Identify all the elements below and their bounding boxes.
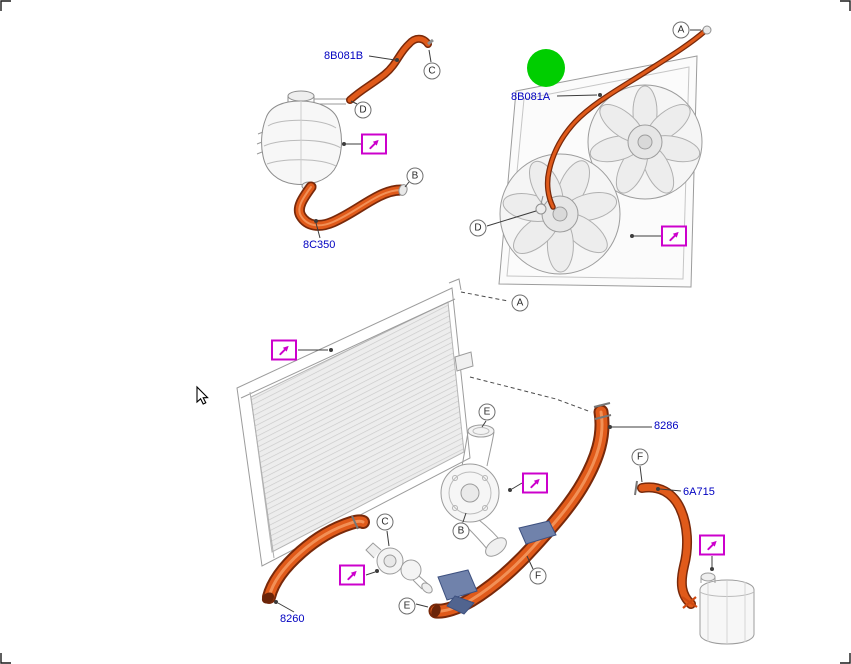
part-number-label-8260[interactable]: 8260 — [280, 613, 305, 625]
water-outlet-art — [440, 424, 507, 557]
part-number-label-8286[interactable]: 8286 — [654, 420, 679, 432]
assembly-dashed-lines — [460, 291, 592, 413]
link-arrow-icon — [368, 139, 379, 150]
hoses-art — [262, 28, 708, 619]
part-number-label-6A715[interactable]: 6A715 — [683, 486, 715, 498]
link-arrow-icon — [668, 231, 679, 242]
part-number-label-8B081A[interactable]: 8B081A — [511, 91, 551, 103]
cooling-fan-art — [498, 55, 703, 288]
part-link-button-thermostat-housing[interactable] — [339, 564, 365, 586]
radiator-art — [236, 278, 474, 567]
part-number-label-8B081B[interactable]: 8B081B — [324, 50, 364, 62]
part-link-button-expansion-tank[interactable] — [361, 133, 387, 155]
hose-ends-art — [261, 25, 712, 618]
link-arrow-icon — [346, 570, 357, 581]
link-arrow-icon — [706, 540, 717, 551]
part-link-button-cooling-fan[interactable] — [661, 225, 687, 247]
thermostat-housing-art — [365, 542, 433, 594]
part-link-button-degas-bottle[interactable] — [699, 534, 725, 556]
degas-bottle-art — [699, 572, 755, 645]
link-arrow-icon — [529, 478, 540, 489]
part-number-label-8C350[interactable]: 8C350 — [303, 239, 336, 251]
expansion-tank-art — [256, 90, 348, 191]
part-link-button-water-outlet[interactable] — [522, 472, 548, 494]
link-arrow-icon — [278, 345, 289, 356]
leader-lines — [277, 29, 713, 613]
hose-bracket-art — [437, 520, 557, 615]
mouse-cursor — [196, 385, 209, 405]
part-link-button-radiator[interactable] — [271, 339, 297, 361]
leader-dots — [274, 58, 714, 604]
